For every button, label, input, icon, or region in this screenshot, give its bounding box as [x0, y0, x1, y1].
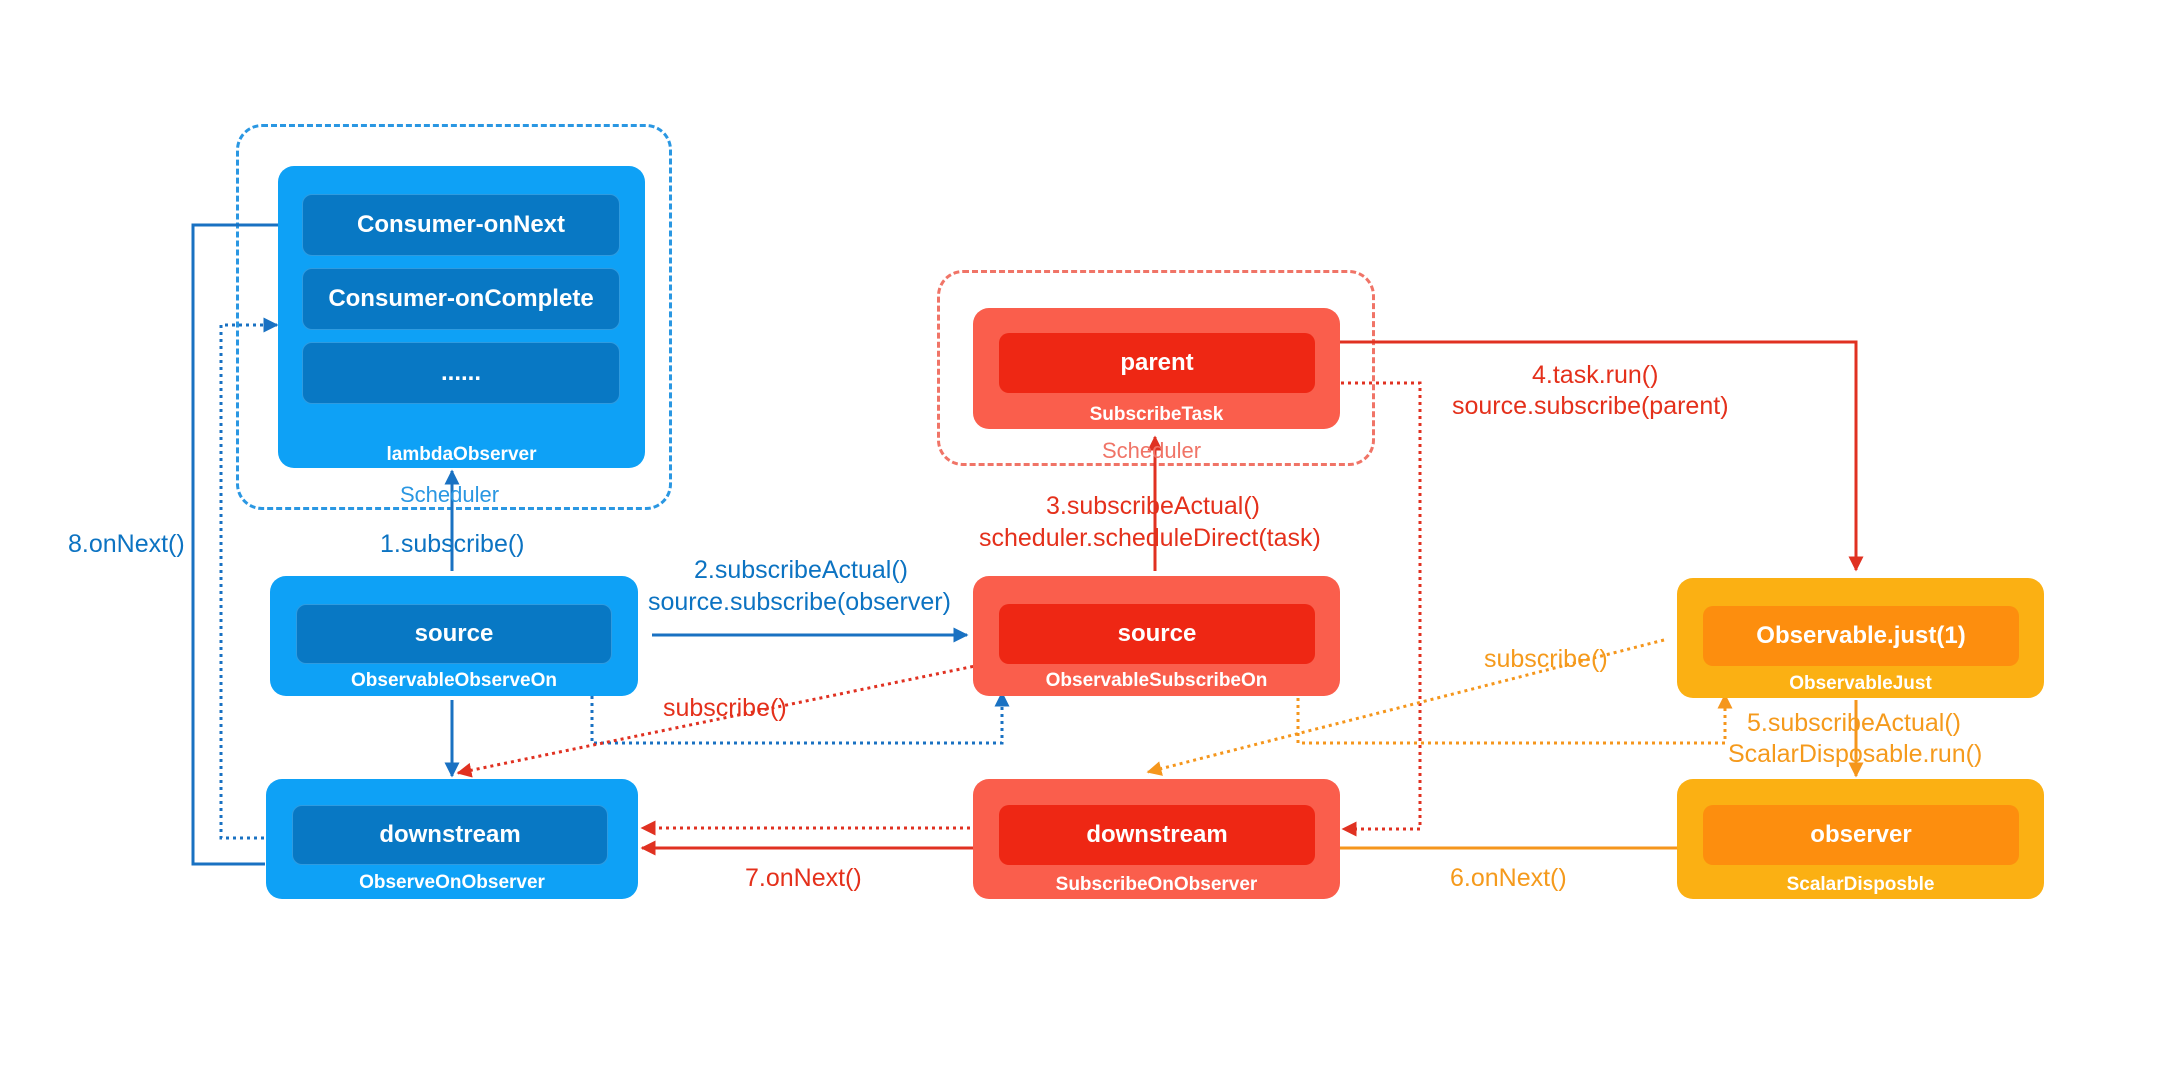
arrow-dispose-orange-dotted — [1296, 670, 1733, 745]
step4-label-line2: source.subscribe(parent) — [1452, 392, 1729, 420]
observe-on-observer-caption: ObserveOnObserver — [359, 872, 545, 893]
observable-observe-on-box: source ObservableObserveOn — [270, 576, 638, 696]
subscribe-on-observer-box: downstream SubscribeOnObserver — [973, 779, 1340, 899]
consumer-onnext-item: Consumer-onNext — [302, 194, 620, 256]
subscribe-red-label: subscribe() — [663, 694, 787, 722]
observable-just-item: Observable.just(1) — [1703, 606, 2019, 666]
step5-label-line2: ScalarDisposable.run() — [1728, 740, 1983, 768]
step2-label-line2: source.subscribe(observer) — [648, 588, 951, 616]
observe-on-caption: ObservableObserveOn — [351, 670, 557, 691]
lambda-observer-caption: lambdaObserver — [386, 444, 537, 465]
observe-on-observer-box: downstream ObserveOnObserver — [266, 779, 638, 899]
consumer-oncomplete-item: Consumer-onComplete — [302, 268, 620, 330]
step1-label: 1.subscribe() — [380, 530, 525, 558]
arrow-dispose-dotted — [590, 668, 1010, 745]
scalar-disposable-caption: ScalarDisposble — [1786, 874, 1935, 895]
lambda-observer-box: Consumer-onNext Consumer-onComplete ....… — [278, 166, 645, 468]
subscribe-task-parent: parent — [999, 333, 1315, 393]
subscribe-on-observer-caption: SubscribeOnObserver — [1055, 874, 1258, 895]
observable-just-caption: ObservableJust — [1789, 673, 1932, 694]
observe-on-downstream: downstream — [292, 805, 608, 865]
step8-label: 8.onNext() — [68, 530, 185, 558]
observable-subscribe-on-box: source ObservableSubscribeOn — [973, 576, 1340, 696]
step7-label: 7.onNext() — [745, 864, 862, 892]
step2-label-line1: 2.subscribeActual() — [694, 556, 908, 584]
observe-on-source: source — [296, 604, 612, 664]
ellipsis-item: ...... — [302, 342, 620, 404]
subscribe-on-downstream: downstream — [999, 805, 1315, 865]
observable-just-box: Observable.just(1) ObservableJust — [1677, 578, 2044, 698]
step3-label-line2: scheduler.scheduleDirect(task) — [979, 524, 1321, 552]
scalar-disposable-observer: observer — [1703, 805, 2019, 865]
red-scheduler-label: Scheduler — [1102, 438, 1202, 463]
subscribe-task-caption: SubscribeTask — [1089, 404, 1224, 425]
step3-label-line1: 3.subscribeActual() — [1046, 492, 1260, 520]
subscribe-task-box: parent SubscribeTask — [973, 308, 1340, 429]
subscribe-on-caption: ObservableSubscribeOn — [1045, 670, 1268, 691]
subscribe-orange-label: subscribe() — [1484, 645, 1608, 673]
subscribe-on-source: source — [999, 604, 1315, 664]
step5-label-line1: 5.subscribeActual() — [1747, 709, 1961, 737]
blue-scheduler-label: Scheduler — [400, 482, 500, 507]
scalar-disposable-box: observer ScalarDisposble — [1677, 779, 2044, 899]
step6-label: 6.onNext() — [1450, 864, 1567, 892]
step4-label-line1: 4.task.run() — [1532, 361, 1659, 389]
